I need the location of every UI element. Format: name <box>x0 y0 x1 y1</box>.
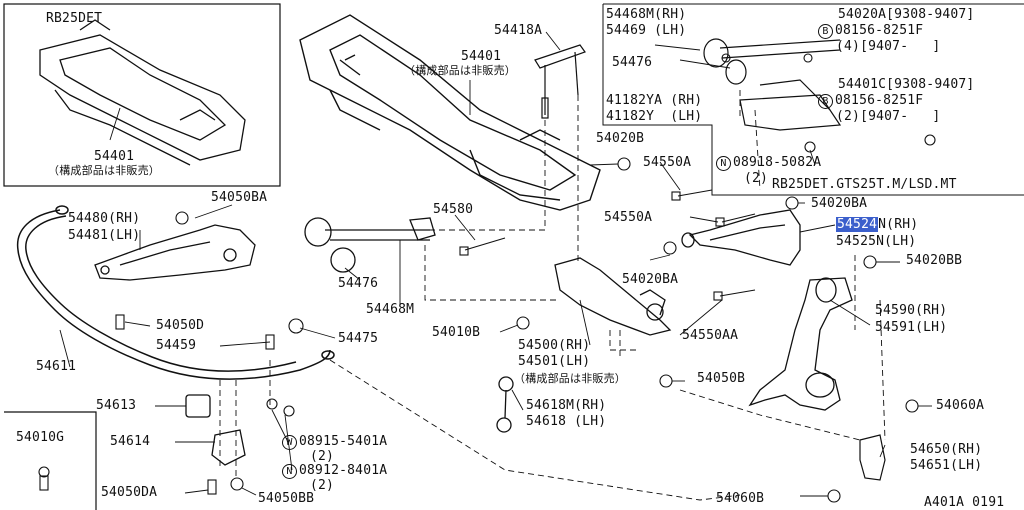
dashed-lines <box>219 90 886 501</box>
label-54010B: 54010B <box>432 325 481 340</box>
label-54020BA-2: 54020BA <box>622 272 679 287</box>
n-circle-icon: N <box>716 156 731 171</box>
inset-frame <box>3 3 281 187</box>
label-54050D: 54050D <box>156 318 205 333</box>
label-08918-qty: (2) <box>744 171 769 186</box>
inset-crossmember <box>39 19 246 166</box>
label-54618M: 54618M(RH) <box>526 398 607 413</box>
fasteners <box>38 53 936 503</box>
upper-arm-54524 <box>681 209 801 266</box>
label-54020BA-1: 54020BA <box>811 196 868 211</box>
label-08915-qty: (2) <box>310 449 335 464</box>
label-54614: 54614 <box>110 434 151 449</box>
figure-code: A401A 0191 <box>924 495 1005 510</box>
bracket-54480 <box>94 224 256 281</box>
label-41182YA: 41182YA (RH) <box>606 93 703 108</box>
label-54481: 54481(LH) <box>68 228 141 243</box>
label-54060A: 54060A <box>936 398 985 413</box>
label-08912-qty: (2) <box>310 478 335 493</box>
rod-54468M-top <box>703 38 842 131</box>
label-54020A-qty: (4)[9407- ] <box>836 39 941 54</box>
link-54618M <box>496 376 514 433</box>
b-circle-icon: B <box>818 24 833 39</box>
label-54550A-1: 54550A <box>643 155 692 170</box>
bracket-54418A <box>534 44 586 119</box>
label-54401-note: （構成部品は非販売） <box>404 64 516 77</box>
leader-lines <box>59 31 932 497</box>
label-54020A: 54020A[9308-9407] <box>838 7 975 22</box>
label-54591: 54591(LH) <box>875 320 948 335</box>
label-54590: 54590(RH) <box>875 303 948 318</box>
label-54475: 54475 <box>338 331 379 346</box>
knuckle-54590 <box>748 277 853 411</box>
label-08912-num: 08912-8401A <box>299 463 388 478</box>
label-54550A-2: 54550A <box>604 210 653 225</box>
label-54050B: 54050B <box>697 371 746 386</box>
label-54418A: 54418A <box>494 23 543 38</box>
label-54459: 54459 <box>156 338 197 353</box>
label-54401C-qty: (2)[9407- ] <box>836 109 941 124</box>
label-54525N: 54525N(LH) <box>836 234 917 249</box>
lower-arm-54500 <box>554 257 672 336</box>
label-54060B: 54060B <box>716 491 765 506</box>
label-54611: 54611 <box>36 359 77 374</box>
label-41182Y: 41182Y (LH) <box>606 109 703 124</box>
label-54050DA: 54050DA <box>101 485 158 500</box>
label-54020A-bolt-num: 08156-8251F <box>835 23 924 38</box>
label-54501-note: （構成部品は非販売） <box>514 372 626 385</box>
label-54500: 54500(RH) <box>518 338 591 353</box>
n-circle-icon: N <box>282 464 297 479</box>
label-54469-lh: 54469 (LH) <box>606 23 687 38</box>
highlighted-part-number[interactable]: 54524 <box>836 217 879 232</box>
inset-engine-label: RB25DET <box>46 11 103 26</box>
rod-54468M-mid <box>304 217 436 273</box>
label-54550AA: 54550AA <box>682 328 739 343</box>
label-54401C: 54401C[9308-9407] <box>838 77 975 92</box>
w-circle-icon: W <box>282 435 297 450</box>
label-54020BB: 54020BB <box>906 253 963 268</box>
label-54476-top: 54476 <box>612 55 653 70</box>
label-54651: 54651(LH) <box>910 458 983 473</box>
main-crossmember <box>299 14 601 211</box>
label-54050BA-top: 54050BA <box>211 190 268 205</box>
b-circle-icon: B <box>818 94 833 109</box>
label-54501: 54501(LH) <box>518 354 591 369</box>
label-54050BB: 54050BB <box>258 491 315 506</box>
label-54613: 54613 <box>96 398 137 413</box>
inset-part-label: 54401 <box>94 149 135 164</box>
small-part-frame <box>4 411 97 510</box>
label-54650: 54650(RH) <box>910 442 983 457</box>
label-08918-num: 08918-5082A <box>733 155 822 170</box>
label-54020B: 54020B <box>596 131 645 146</box>
label-54468M-rh: 54468M(RH) <box>606 7 687 22</box>
label-model-note: RB25DET.GTS25T.M/LSD.MT <box>772 177 957 192</box>
label-54618: 54618 (LH) <box>526 414 607 429</box>
bracket-54650 <box>859 434 886 481</box>
label-54401: 54401 <box>461 49 502 64</box>
label-08915-num: 08915-5401A <box>299 434 388 449</box>
inset-note: （構成部品は非販売） <box>48 164 160 177</box>
label-54580: 54580 <box>433 202 474 217</box>
stabilizer-bar <box>16 205 335 380</box>
label-54468M-mid: 54468M <box>366 302 415 317</box>
label-54476-mid: 54476 <box>338 276 379 291</box>
label-54524N-suffix: N(RH) <box>878 217 919 232</box>
label-54401C-bolt-num: 08156-8251F <box>835 93 924 108</box>
label-54524N: 54524N(RH) <box>836 217 919 232</box>
label-54480: 54480(RH) <box>68 211 141 226</box>
label-54010G: 54010G <box>16 430 65 445</box>
